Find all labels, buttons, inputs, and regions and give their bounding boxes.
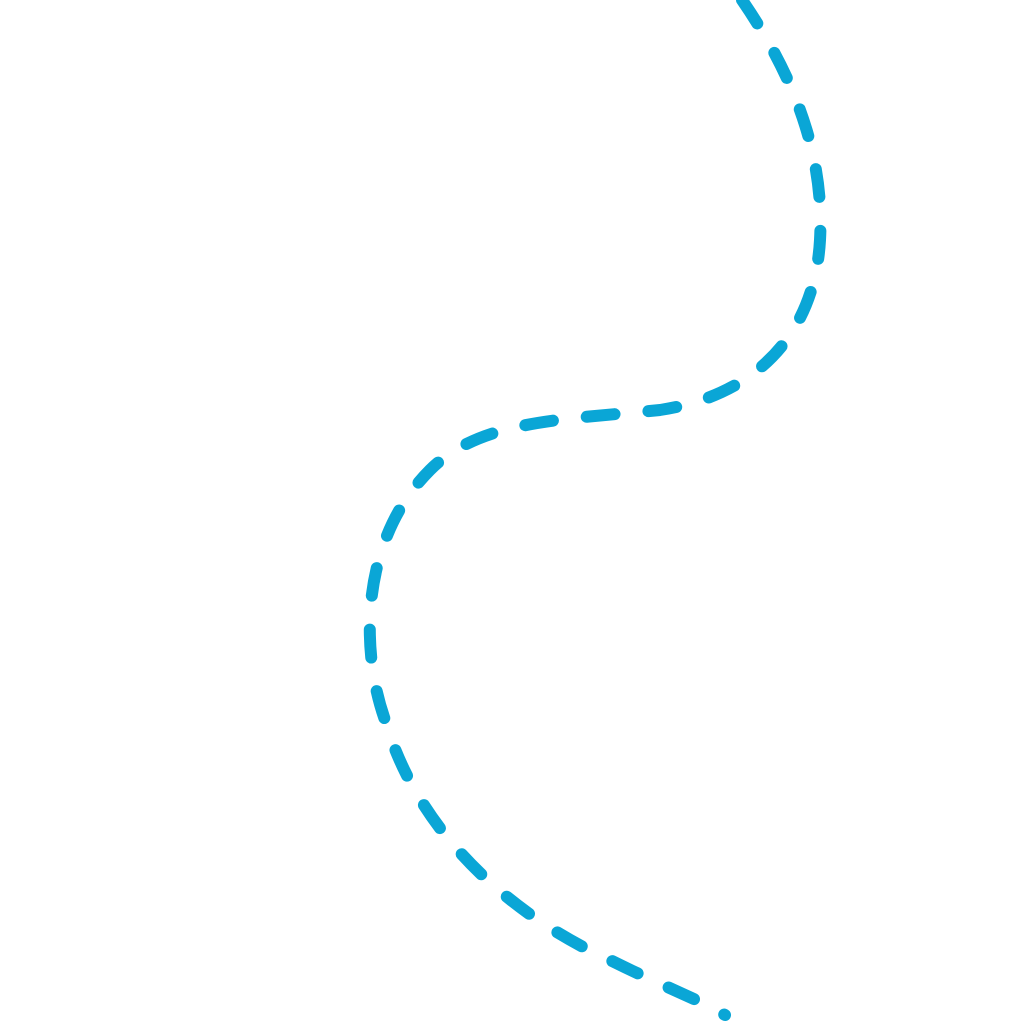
dashed-wave-line xyxy=(363,0,827,1021)
